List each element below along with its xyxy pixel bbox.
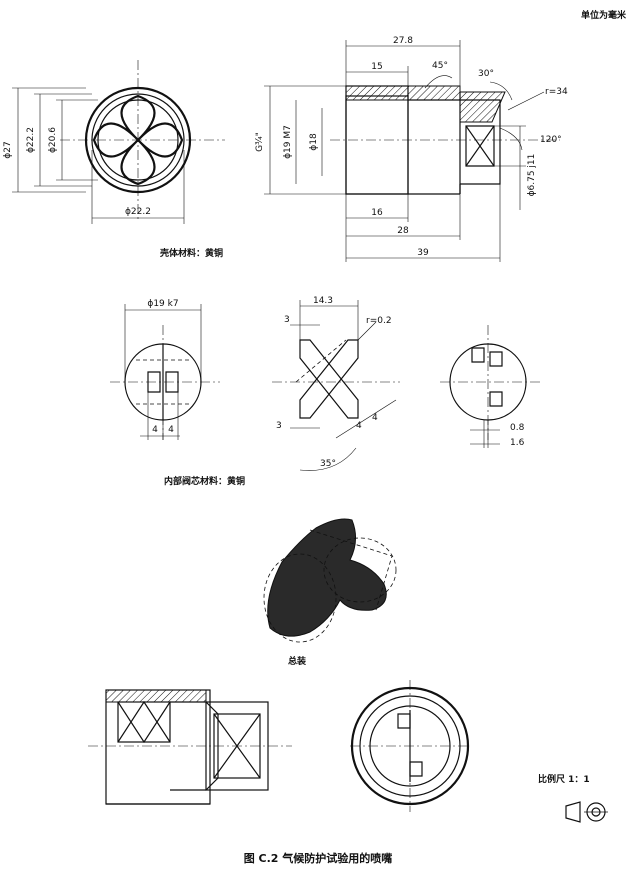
core-material-label: 内部阀芯材料：黄铜 bbox=[164, 475, 245, 487]
dim-16: 16 bbox=[371, 208, 383, 218]
core-right-view: 0.8 1.6 bbox=[440, 325, 540, 448]
assembly-label: 总装 bbox=[288, 655, 307, 667]
assembly-section-view bbox=[88, 689, 292, 805]
dim-0-8: 0.8 bbox=[510, 423, 525, 433]
dim-27-8: 27.8 bbox=[393, 36, 413, 46]
dim-14-3: 14.3 bbox=[313, 296, 333, 306]
dim-4-a: 4 bbox=[152, 425, 158, 435]
dim-15: 15 bbox=[371, 62, 382, 72]
dim-4-b: 4 bbox=[168, 425, 174, 435]
dim-thread: G¾" bbox=[255, 132, 265, 152]
dim-3-bottom: 3 bbox=[276, 421, 282, 431]
dim-39: 39 bbox=[417, 248, 429, 258]
core-front-view: 14.3 3 r=0.2 3 4 4 35° bbox=[272, 296, 400, 471]
dim-1-6: 1.6 bbox=[510, 438, 525, 448]
dim-d19-k7: ϕ19 k7 bbox=[147, 299, 178, 309]
dim-120deg: 120° bbox=[540, 135, 562, 145]
dim-3-top: 3 bbox=[284, 315, 290, 325]
dim-d18: ϕ18 bbox=[309, 133, 319, 151]
assembly-sketch bbox=[263, 518, 397, 643]
dim-4-c: 4 bbox=[356, 421, 362, 431]
dim-30deg: 30° bbox=[478, 69, 494, 79]
shell-material-label: 壳体材料：黄铜 bbox=[159, 247, 223, 259]
units-note: 单位为毫米 bbox=[581, 9, 627, 21]
scale-label: 比例尺 1：1 bbox=[538, 773, 590, 785]
dim-d22-2-bottom: ϕ22.2 bbox=[125, 207, 151, 217]
dim-4-d: 4 bbox=[372, 413, 378, 423]
dim-d22-2-left: ϕ22.2 bbox=[26, 127, 36, 153]
figure-caption: 图 C.2 气候防护试验用的喷嘴 bbox=[244, 851, 393, 865]
shell-end-view: ϕ27 ϕ22.2 ϕ20.6 ϕ22.2 bbox=[3, 60, 225, 224]
dim-d6-75: ϕ6.75 j11 bbox=[527, 154, 537, 197]
dim-r34: r=34 bbox=[545, 87, 568, 97]
assembly-end-view bbox=[350, 680, 470, 812]
dim-d27: ϕ27 bbox=[3, 141, 13, 158]
dim-28: 28 bbox=[397, 226, 409, 236]
shell-section-view: 27.8 15 45° 30° r=34 120° G¾" ϕ19 M7 ϕ18… bbox=[255, 36, 568, 262]
projection-symbol-icon bbox=[565, 801, 608, 823]
dim-d20-6: ϕ20.6 bbox=[48, 127, 58, 153]
core-left-view: ϕ19 k7 4 4 bbox=[110, 299, 220, 440]
dim-r0-2: r=0.2 bbox=[366, 316, 392, 326]
dim-d19-m7: ϕ19 M7 bbox=[283, 125, 293, 159]
dim-35deg: 35° bbox=[320, 459, 336, 469]
dim-45deg: 45° bbox=[432, 61, 448, 71]
